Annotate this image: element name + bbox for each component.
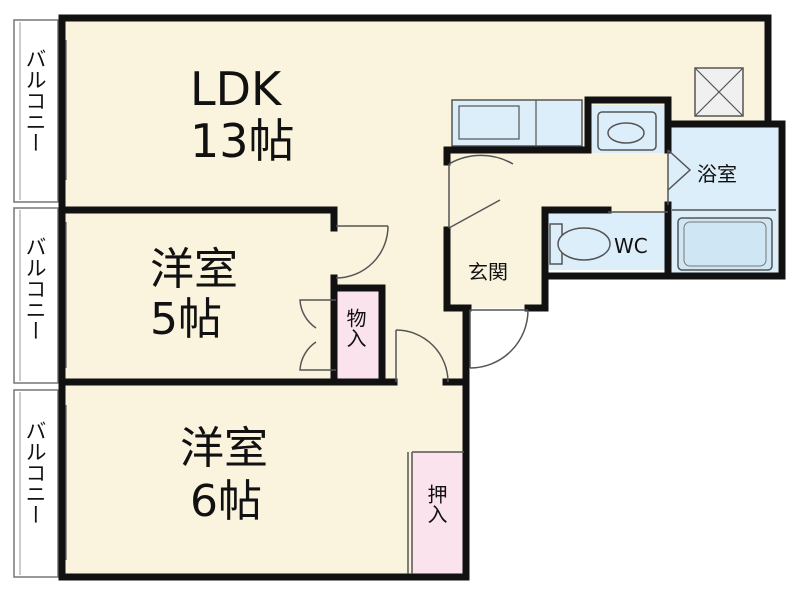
entrance-floor [447,243,543,308]
toilet-bowl [557,227,611,261]
kitchen-sink [458,105,520,140]
closet-floor [412,452,464,574]
thin-partitions [407,150,669,574]
kitchen-counter [451,99,583,147]
western1-floor [62,210,334,382]
ldk-size: 13帖 [190,114,295,168]
door-swings [299,149,692,383]
bathtub [677,217,773,271]
storage-floor [335,288,380,382]
closet-label: 押入 [424,484,448,524]
balcony-3-label: バルコニー [23,420,47,525]
bath-label: 浴室 [697,162,737,186]
balcony-3 [13,389,59,578]
western1-size: 5帖 [150,294,222,345]
western2-label: 洋室 [180,423,268,474]
storage-label: 物入 [343,308,367,348]
western2-size: 6帖 [190,476,262,527]
western1-label: 洋室 [150,244,238,295]
balcony-1 [13,19,59,203]
balcony-2-label: バルコニー [23,236,47,341]
bathtub-inner [683,221,767,267]
washbasin-bowl [607,122,645,144]
washbasin [597,111,657,151]
western2-floor [62,385,466,577]
ldk-label: LDK [190,62,282,116]
toilet-label: WC [614,234,648,258]
balcony-2 [13,207,59,384]
balcony-1-label: バルコニー [23,48,47,153]
entrance-label: 玄関 [468,260,508,284]
walls [58,14,786,581]
